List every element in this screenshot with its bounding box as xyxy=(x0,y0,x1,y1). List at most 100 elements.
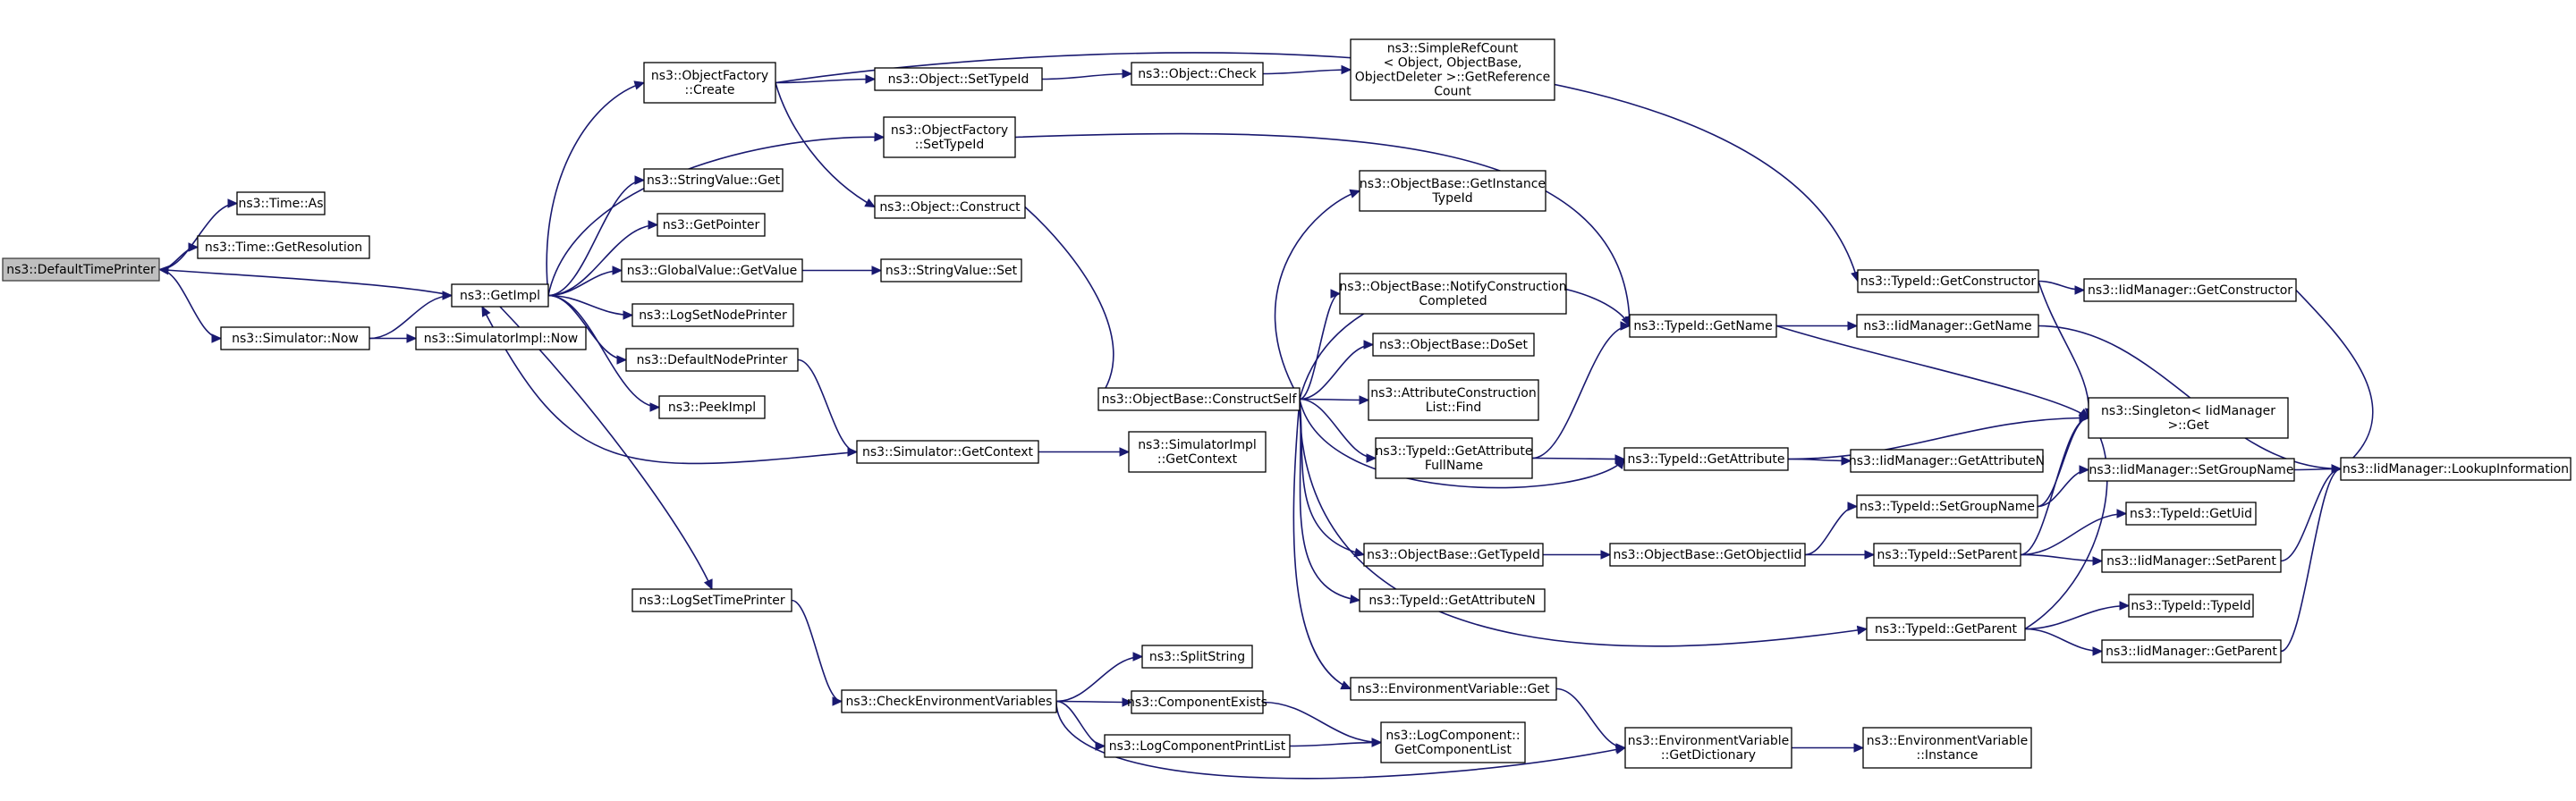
node-box xyxy=(1629,314,1777,338)
call-edge xyxy=(499,306,713,591)
call-edge-line xyxy=(2020,512,2127,556)
node-logSetTimePrinter[interactable]: ns3::LogSetTimePrinter xyxy=(631,588,792,612)
arrowhead xyxy=(649,402,661,412)
node-logSetNodePrinter[interactable]: ns3::LogSetNodePrinter xyxy=(631,303,794,327)
node-box xyxy=(1857,269,2039,293)
node-singletonGet[interactable]: ns3::Singleton< IidManager >::Get xyxy=(2088,397,2289,439)
node-stringValueGet[interactable]: ns3::StringValue::Get xyxy=(643,168,784,192)
node-objectFactorySetTypeId[interactable]: ns3::ObjectFactory::SetTypeId xyxy=(883,116,1016,158)
node-simulatorImplNow[interactable]: ns3::SimulatorImpl::Now xyxy=(415,326,587,350)
call-edge-line xyxy=(775,78,876,84)
node-componentExists[interactable]: ns3::ComponentExists xyxy=(1127,690,1267,714)
node-envVarInstance[interactable]: ns3::EnvironmentVariable::Instance xyxy=(1862,727,2032,769)
node-box xyxy=(631,588,792,612)
arrowhead xyxy=(2079,413,2090,423)
node-box xyxy=(1339,273,1567,315)
node-label: ns3::ObjectBase::NotifyConstruction xyxy=(1339,280,1566,294)
node-logComponentPrintList[interactable]: ns3::LogComponentPrintList xyxy=(1104,734,1291,758)
node-envVarGetDictionary[interactable]: ns3::EnvironmentVariable::GetDictionary xyxy=(1624,727,1792,769)
node-objectBaseGetObjectIid[interactable]: ns3::ObjectBase::GetObjectIid xyxy=(1609,543,1806,567)
call-edge xyxy=(1024,206,1114,400)
node-label: ns3::EnvironmentVariable::Get xyxy=(1358,682,1550,696)
node-simulatorNow[interactable]: ns3::Simulator::Now xyxy=(220,326,370,350)
node-logComponentGetComponentList[interactable]: ns3::LogComponent::GetComponentList xyxy=(1380,721,1526,763)
node-box xyxy=(1623,447,1789,471)
node-getPointer[interactable]: ns3::GetPointer xyxy=(657,213,766,237)
call-edge xyxy=(1055,697,1133,707)
node-typeIdGetParent[interactable]: ns3::TypeId::GetParent xyxy=(1866,617,2026,641)
node-objectBaseNotifyConstructionCompleted[interactable]: ns3::ObjectBase::NotifyConstructionCompl… xyxy=(1339,273,1567,315)
arrowhead xyxy=(648,220,659,230)
node-typeIdGetAttributeN[interactable]: ns3::TypeId::GetAttributeN xyxy=(1359,588,1546,612)
node-label: GetComponentList xyxy=(1394,743,1512,757)
node-box xyxy=(1856,494,2038,519)
node-getImpl[interactable]: ns3::GetImpl xyxy=(451,283,549,308)
call-edge-line xyxy=(369,294,453,340)
node-iidManagerLookupInformation[interactable]: ns3::IidManager::LookupInformation xyxy=(2340,457,2572,481)
node-iidManagerGetName[interactable]: ns3::IidManager::GetName xyxy=(1856,314,2039,338)
node-label: ::GetContext xyxy=(1157,452,1238,467)
call-edge-line xyxy=(499,306,713,590)
node-iidManagerSetGroupName[interactable]: ns3::IidManager::SetGroupName xyxy=(2088,458,2295,482)
node-checkEnvVars[interactable]: ns3::CheckEnvironmentVariables xyxy=(841,689,1057,713)
node-peekImpl[interactable]: ns3::PeekImpl xyxy=(658,395,766,419)
node-box xyxy=(1141,645,1253,669)
node-simpleRefCountGetRef[interactable]: ns3::SimpleRefCount< Object, ObjectBase,… xyxy=(1350,38,1555,101)
node-iidManagerGetParent[interactable]: ns3::IidManager::GetParent xyxy=(2101,639,2282,663)
node-envVarGet[interactable]: ns3::EnvironmentVariable::Get xyxy=(1350,677,1557,701)
node-label: ns3::LogSetTimePrinter xyxy=(639,594,785,608)
node-objectBaseDoSet[interactable]: ns3::ObjectBase::DoSet xyxy=(1372,333,1535,357)
node-label: ::Instance xyxy=(1917,748,1979,763)
node-simulatorImplGetContext[interactable]: ns3::SimulatorImpl::GetContext xyxy=(1128,431,1267,473)
node-stringValueSet[interactable]: ns3::StringValue::Set xyxy=(880,258,1022,282)
node-box xyxy=(621,258,803,282)
node-typeIdSetParent[interactable]: ns3::TypeId::SetParent xyxy=(1873,543,2021,567)
arrowhead xyxy=(1341,64,1352,75)
call-edge-line xyxy=(797,358,858,453)
node-typeIdGetAttribute[interactable]: ns3::TypeId::GetAttribute xyxy=(1623,447,1789,471)
node-timeGetResolution[interactable]: ns3::Time::GetResolution xyxy=(197,235,370,259)
node-box xyxy=(1856,314,2039,338)
node-iidManagerGetConstructor[interactable]: ns3::IidManager::GetConstructor xyxy=(2083,278,2297,302)
call-edge xyxy=(1041,69,1133,80)
call-edge-line xyxy=(1262,701,1382,744)
node-objectConstruct[interactable]: ns3::Object::Construct xyxy=(874,195,1026,219)
node-objectBaseConstructSelf[interactable]: ns3::ObjectBase::ConstructSelf xyxy=(1097,387,1301,411)
node-label: >::Get xyxy=(2167,418,2209,433)
node-objectBaseGetTypeId[interactable]: ns3::ObjectBase::GetTypeId xyxy=(1363,543,1544,567)
call-edge xyxy=(1055,652,1144,703)
arrowhead xyxy=(703,578,713,591)
node-typeIdGetName[interactable]: ns3::TypeId::GetName xyxy=(1629,314,1777,338)
node-typeIdSetGroupName[interactable]: ns3::TypeId::SetGroupName xyxy=(1856,494,2038,519)
node-label: ns3::Object::Construct xyxy=(879,200,1021,215)
node-splitString[interactable]: ns3::SplitString xyxy=(1141,645,1253,669)
call-edge-line xyxy=(481,306,858,465)
arrowhead xyxy=(623,310,634,320)
node-label: ns3::IidManager::GetParent xyxy=(2106,645,2277,659)
call-edge xyxy=(2024,628,2104,656)
call-edge xyxy=(1776,321,1859,331)
arrowhead xyxy=(1620,321,1631,331)
node-timeAs[interactable]: ns3::Time::As xyxy=(236,191,326,215)
arrowhead xyxy=(1841,456,1852,466)
node-objectCheck[interactable]: ns3::Object::Check xyxy=(1131,62,1264,86)
arrowhead xyxy=(1371,738,1383,747)
node-globalValueGetValue[interactable]: ns3::GlobalValue::GetValue xyxy=(621,258,803,282)
node-simulatorGetContext[interactable]: ns3::Simulator::GetContext xyxy=(856,440,1039,464)
node-objectSetTypeId[interactable]: ns3::Object::SetTypeId xyxy=(874,67,1043,91)
node-iidManagerGetAttributeN[interactable]: ns3::IidManager::GetAttributeN xyxy=(1849,449,2045,473)
node-typeIdGetConstructor[interactable]: ns3::TypeId::GetConstructor xyxy=(1857,269,2039,293)
node-typeIdGetUid[interactable]: ns3::TypeId::GetUid xyxy=(2125,502,2257,526)
call-edge-line xyxy=(1531,457,1625,460)
node-box xyxy=(1850,449,2044,473)
node-label: ns3::GetPointer xyxy=(663,218,760,232)
node-typeIdTypeId[interactable]: ns3::TypeId::TypeId xyxy=(2128,594,2254,618)
call-edge-line xyxy=(547,179,645,297)
node-box xyxy=(883,116,1016,158)
node-defaultNodePrinter[interactable]: ns3::DefaultNodePrinter xyxy=(625,348,799,372)
node-objectFactoryCreate[interactable]: ns3::ObjectFactory::Create xyxy=(643,62,776,104)
node-iidManagerSetParent[interactable]: ns3::IidManager::SetParent xyxy=(2101,549,2282,573)
